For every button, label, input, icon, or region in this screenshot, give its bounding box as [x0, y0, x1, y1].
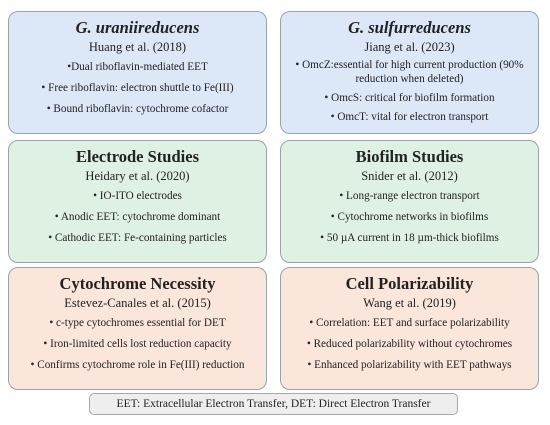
card-bullet: • OmcZ:essential for high current produc…: [295, 59, 524, 85]
card-bullet: • Cytochrome networks in biofilms: [330, 211, 489, 223]
card-cell-polarizability: Cell Polarizability Wang et al. (2019) •…: [280, 267, 539, 390]
card-bullet: • Reduced polarizability without cytochr…: [306, 338, 513, 350]
card-bullet: •Dual riboflavin-mediated EET: [67, 61, 208, 73]
card-title: G. sulfurreducens: [348, 18, 471, 37]
card-bullet: • Enhanced polarizability with EET pathw…: [307, 359, 512, 371]
card-biofilm-studies: Biofilm Studies Snider et al. (2012) • L…: [280, 140, 539, 263]
card-reference: Huang et al. (2018): [88, 40, 187, 54]
card-title: Electrode Studies: [76, 147, 199, 166]
card-reference: Heidary et al. (2020): [85, 169, 190, 183]
card-bullet: • OmcT: vital for electron transport: [330, 111, 489, 123]
card-title: Biofilm Studies: [355, 147, 464, 166]
card-bullet: • IO-ITO electrodes: [93, 190, 182, 202]
card-bullet: • OmcS: critical for biofilm formation: [324, 92, 495, 104]
card-reference: Snider et al. (2012): [361, 169, 458, 183]
card-g-sulfurreducens: G. sulfurreducens Jiang et al. (2023) • …: [280, 11, 539, 134]
card-title: Cytochrome Necessity: [59, 274, 216, 293]
card-title: G. uraniireducens: [75, 18, 200, 37]
card-bullet: • Anodic EET: cytochrome dominant: [54, 211, 221, 223]
card-electrode-studies: Electrode Studies Heidary et al. (2020) …: [8, 140, 267, 263]
card-reference: Wang et al. (2019): [363, 296, 456, 310]
card-bullet: • 50 µA current in 18 µm-thick biofilms: [320, 232, 499, 244]
card-title: Cell Polarizability: [345, 274, 474, 293]
card-bullet: • c-type cytochromes essential for DET: [49, 317, 226, 329]
card-cytochrome-necessity: Cytochrome Necessity Estevez-Canales et …: [8, 267, 267, 390]
card-g-uraniireducens: G. uraniireducens Huang et al. (2018) •D…: [8, 11, 267, 134]
card-reference: Estevez-Canales et al. (2015): [64, 296, 211, 310]
card-bullet: • Correlation: EET and surface polarizab…: [309, 317, 510, 329]
abbreviations-footer: EET: Extracellular Electron Transfer, DE…: [89, 393, 458, 415]
card-bullet: • Iron-limited cells lost reduction capa…: [43, 338, 232, 350]
card-bullet: • Cathodic EET: Fe-containing particles: [48, 232, 227, 244]
card-bullet: • Long-range electron transport: [339, 190, 480, 202]
card-bullet: • Bound riboflavin: cytochrome cofactor: [46, 103, 229, 115]
card-bullet: • Free riboflavin: electron shuttle to F…: [41, 82, 234, 94]
card-reference: Jiang et al. (2023): [364, 40, 455, 54]
card-bullet: • Confirms cytochrome role in Fe(III) re…: [30, 359, 245, 371]
